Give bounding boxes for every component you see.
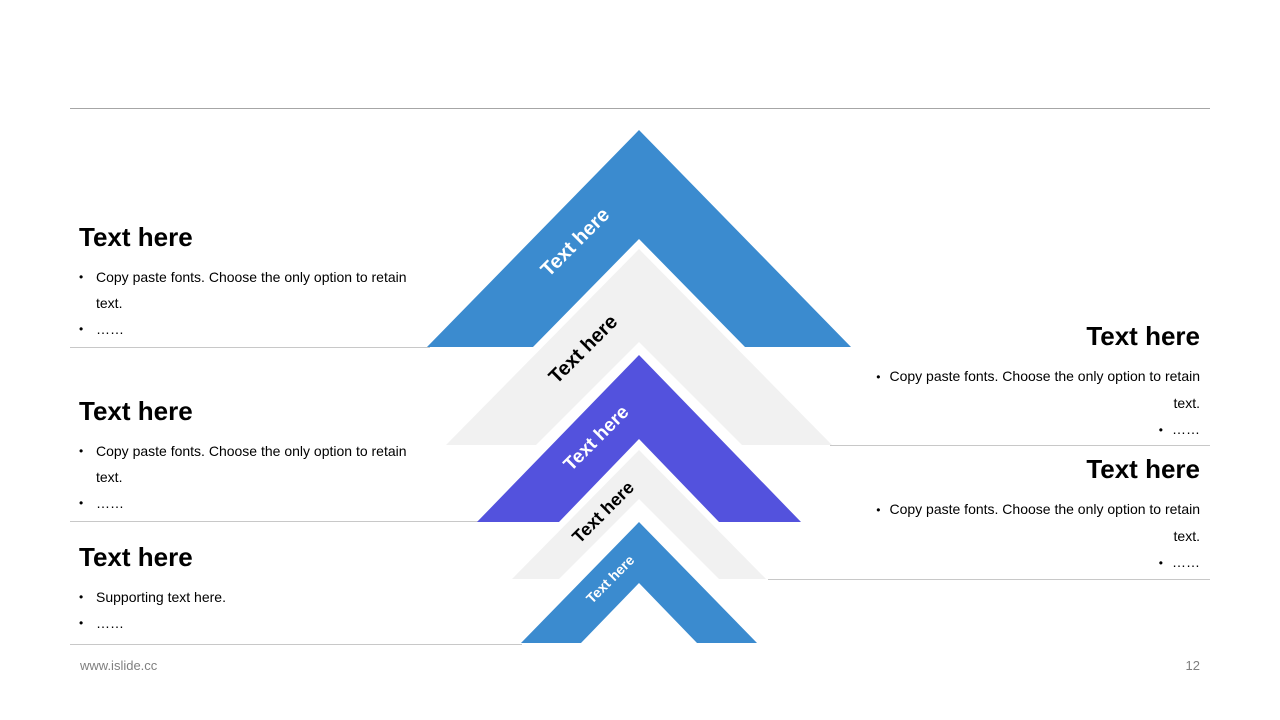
chevron-2 [446,249,832,445]
chevron-3 [477,355,801,522]
right-divider-2 [768,579,1210,580]
bullet-item: Supporting text here. [79,584,409,610]
chevron-1 [427,130,851,347]
bullet-item: Copy paste fonts. Choose the only option… [79,438,409,490]
left-divider-2 [70,521,480,522]
left-block-3: Text here Supporting text here. …… [79,542,409,636]
bullet-item: Copy paste fonts. Choose the only option… [870,363,1200,416]
left-block-1: Text here Copy paste fonts. Choose the o… [79,222,409,342]
footer-website: www.islide.cc [80,658,158,673]
right-block-1: Text here Copy paste fonts. Choose the o… [870,321,1200,443]
right-block-2: Text here Copy paste fonts. Choose the o… [870,454,1200,576]
top-divider [70,108,1210,109]
right-block-1-bullets: Copy paste fonts. Choose the only option… [870,363,1200,443]
left-block-3-title: Text here [79,542,193,572]
chevron-4 [512,450,766,579]
left-block-1-bullets: Copy paste fonts. Choose the only option… [79,264,409,342]
left-block-1-title: Text here [79,222,193,252]
left-block-2-title: Text here [79,396,193,426]
right-block-2-bullets: Copy paste fonts. Choose the only option… [870,496,1200,576]
bullet-item: …… [79,490,409,516]
right-block-1-title: Text here [1086,321,1200,351]
left-block-2: Text here Copy paste fonts. Choose the o… [79,396,409,516]
left-divider-1 [70,347,430,348]
left-block-2-bullets: Copy paste fonts. Choose the only option… [79,438,409,516]
chevron-5 [521,522,757,643]
left-block-3-bullets: Supporting text here. …… [79,584,409,636]
bullet-item: …… [870,549,1200,576]
page-number: 12 [1185,658,1200,673]
right-block-2-title: Text here [1086,454,1200,484]
right-divider-1 [830,445,1210,446]
bullet-item: Copy paste fonts. Choose the only option… [870,496,1200,549]
bullet-item: …… [870,416,1200,443]
bullet-item: …… [79,316,409,342]
bullet-item: …… [79,610,409,636]
left-divider-3 [70,644,522,645]
bullet-item: Copy paste fonts. Choose the only option… [79,264,409,316]
